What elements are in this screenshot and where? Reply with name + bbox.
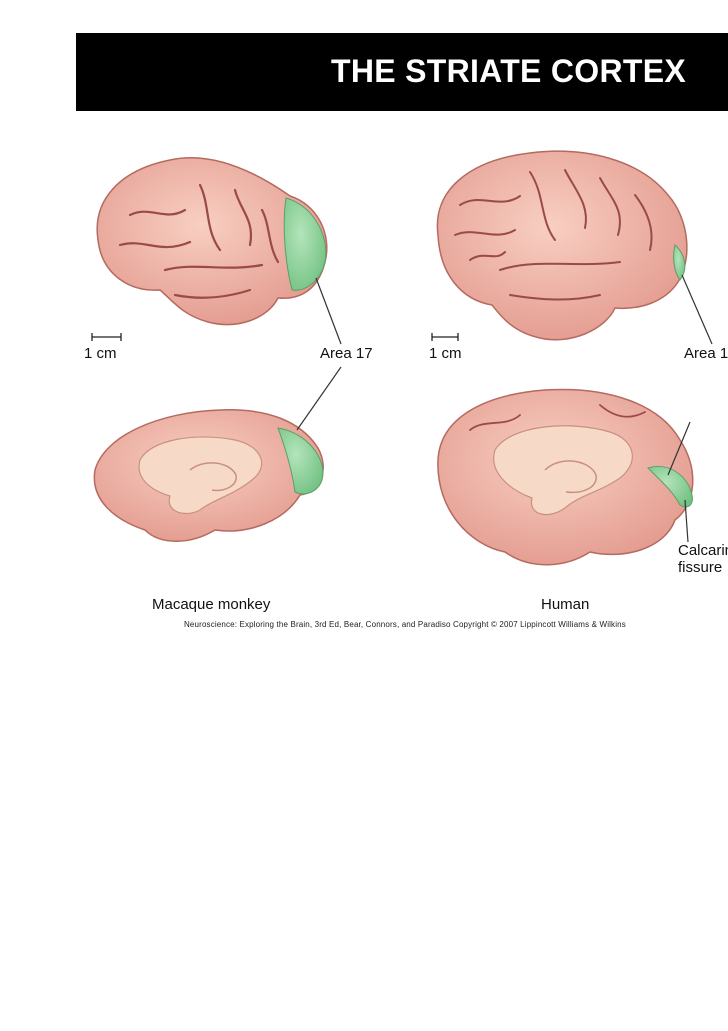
brain-figure <box>91 150 713 566</box>
title-bar: THE STRIATE CORTEX <box>76 33 728 111</box>
macaque-medial-brain <box>93 409 324 542</box>
scale-bar-left <box>91 333 122 341</box>
human-lateral-brain <box>436 150 688 341</box>
scale-label-left: 1 cm <box>84 345 117 362</box>
slide-title: THE STRIATE CORTEX <box>331 53 687 89</box>
calcarine-fissure-label-line2: fissure <box>678 559 723 576</box>
credit-line: Neuroscience: Exploring the Brain, 3rd E… <box>184 620 626 629</box>
caption-human: Human <box>541 596 590 613</box>
scale-label-right: 1 cm <box>429 345 462 362</box>
leader-lines <box>296 274 713 543</box>
area17-label-right: Area 1 <box>684 345 728 362</box>
area17-label-left: Area 17 <box>320 345 373 362</box>
macaque-lateral-brain <box>96 156 328 326</box>
calcarine-fissure-label-line1: Calcarin <box>678 542 728 559</box>
human-medial-brain <box>437 388 694 566</box>
caption-macaque: Macaque monkey <box>152 596 271 613</box>
scale-bar-right <box>431 333 459 341</box>
